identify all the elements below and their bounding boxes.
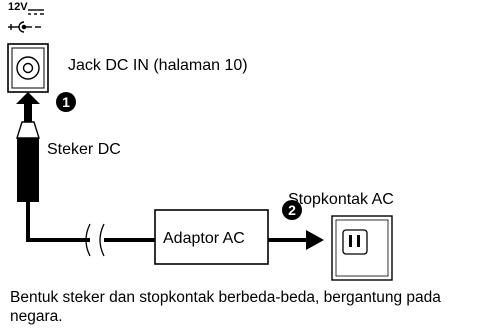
- dc-jack-icon: [7, 43, 49, 93]
- adaptor-label: Adaptor AC: [163, 230, 245, 247]
- ac-outlet-icon: [331, 215, 393, 281]
- caption-note: Bentuk steker dan stopkontak berbeda-bed…: [10, 289, 441, 325]
- cable-break-icon: [85, 223, 105, 257]
- ac-outlet-label: Stopkontak AC: [288, 191, 394, 208]
- voltage-label: 12V: [8, 1, 28, 13]
- polarity-symbol-icon: [8, 9, 44, 33]
- dc-jack-label: Jack DC IN (halaman 10): [68, 57, 248, 74]
- step-2-badge: 2: [282, 200, 302, 220]
- adaptor-box: [154, 209, 269, 265]
- dc-plug-icon: [16, 112, 40, 202]
- outlet-arrow-icon: [268, 230, 324, 250]
- insert-arrow-icon: [16, 92, 40, 112]
- dc-plug-label: Steker DC: [47, 141, 121, 158]
- step-1-badge: 1: [56, 92, 76, 112]
- dc-cable: [26, 202, 155, 242]
